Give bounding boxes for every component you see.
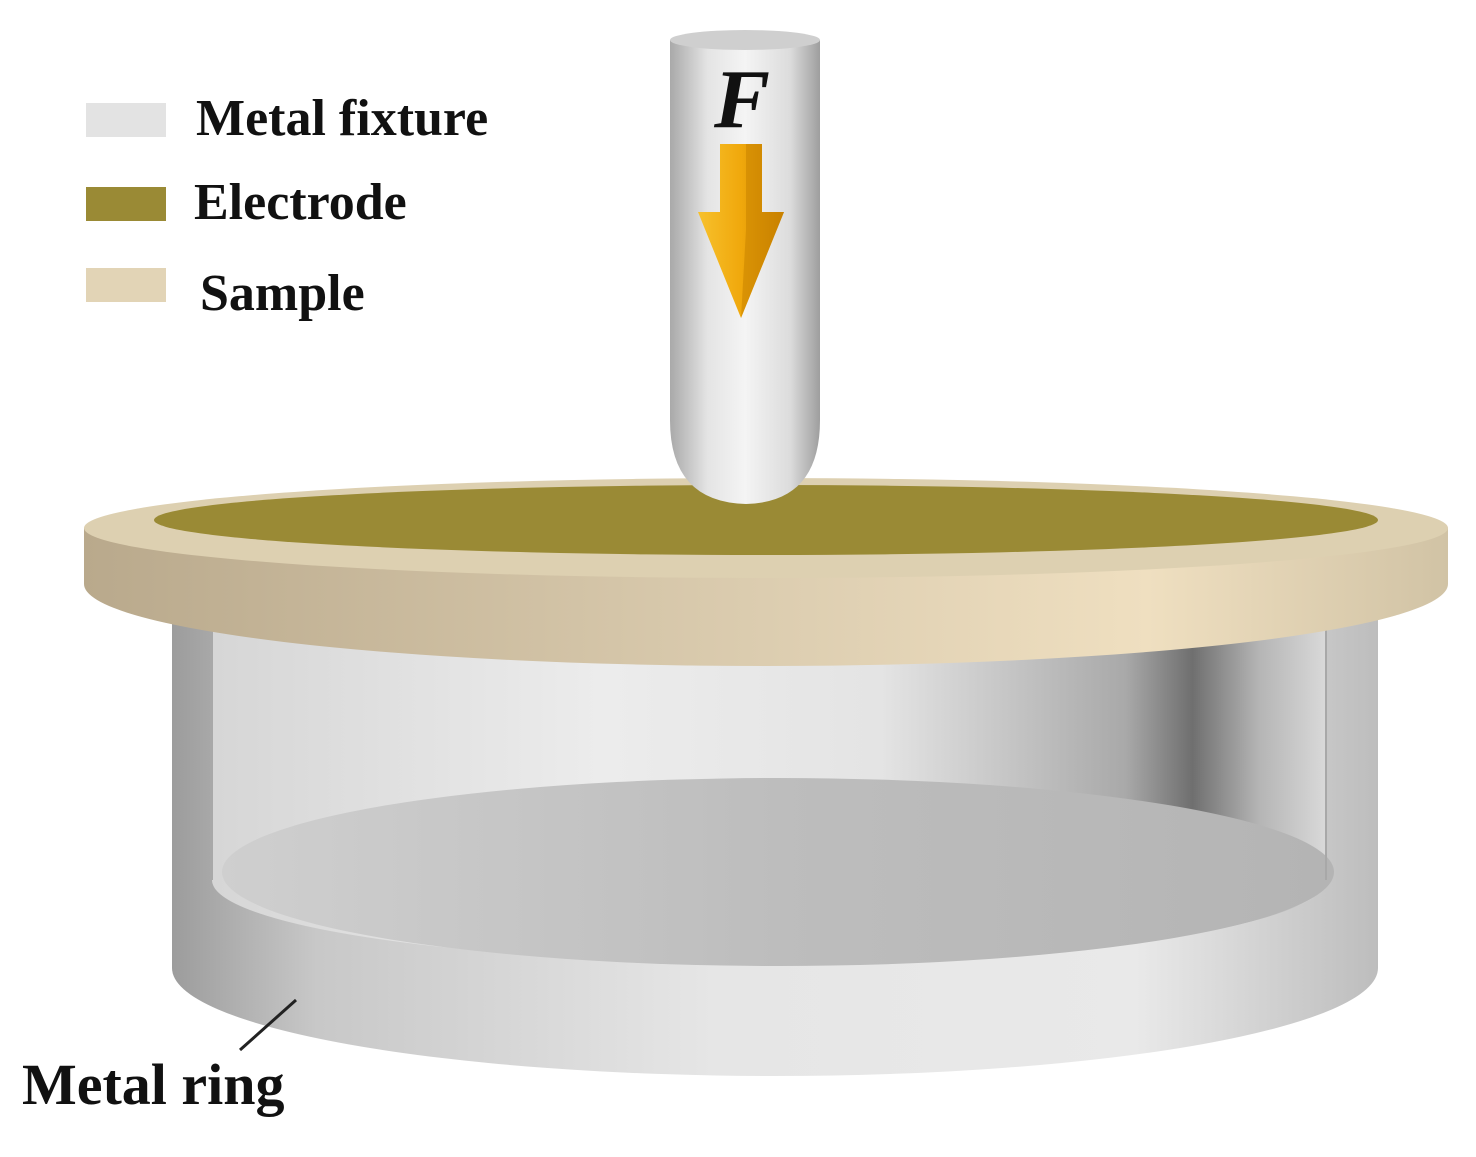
electrode-layer (154, 485, 1378, 555)
legend-label-sample: Sample (200, 265, 365, 322)
metal-ring-floor (222, 778, 1334, 966)
metal-ring-leader-line (239, 998, 297, 1052)
legend-swatch-electrode (86, 187, 166, 221)
force-arrow-highlight (741, 144, 784, 318)
metal-ring-label: Metal ring (22, 1052, 285, 1117)
force-label: F (714, 53, 771, 146)
legend-swatch-metal-fixture (86, 103, 166, 137)
metal-ring-rim (211, 612, 1327, 880)
legend-label-metal-fixture: Metal fixture (196, 90, 489, 147)
legend-swatch-sample (86, 268, 166, 302)
force-arrow-icon (698, 144, 784, 318)
probe-top (670, 30, 820, 50)
legend-label-electrode: Electrode (194, 174, 407, 231)
